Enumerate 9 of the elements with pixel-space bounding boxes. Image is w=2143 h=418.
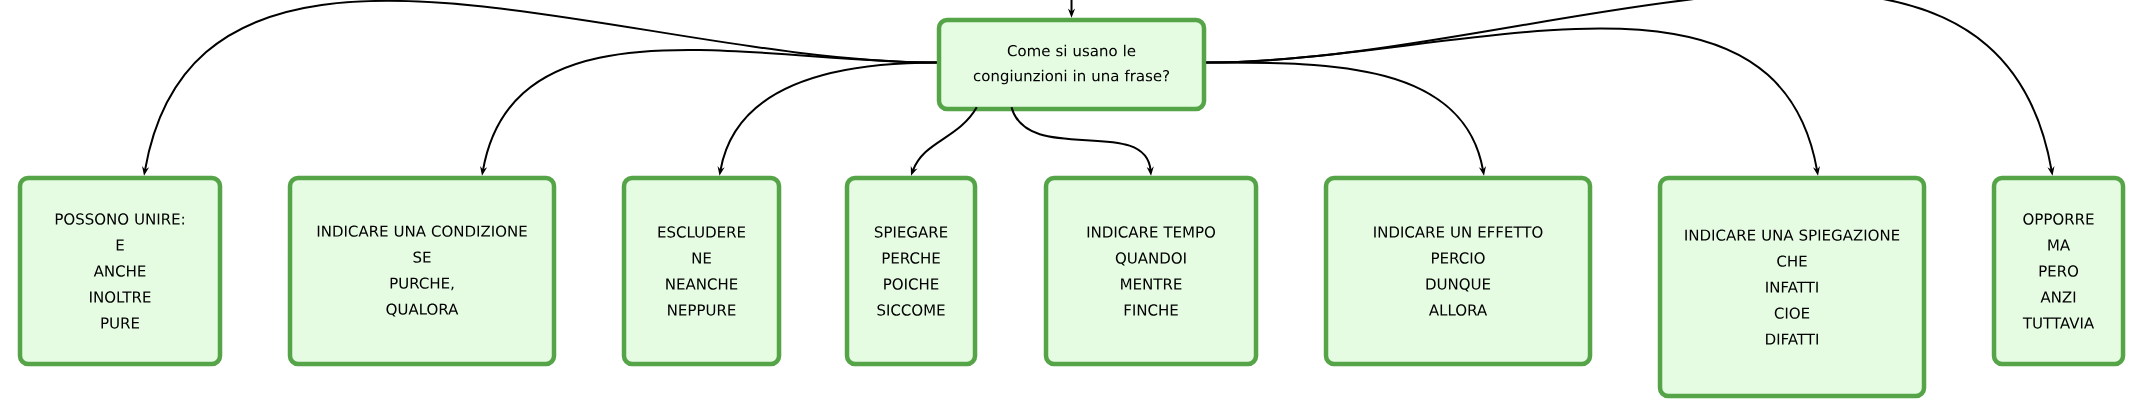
category-box: INDICARE UNA CONDIZIONE SE PURCHE, QUALORA xyxy=(287,175,557,367)
category-box: POSSONO UNIRE: E ANCHE INOLTRE PURE xyxy=(17,175,223,367)
category-box: INDICARE TEMPO QUANDOI MENTRE FINCHE xyxy=(1043,175,1259,367)
question-box: Come si usano le congiunzioni in una frase? xyxy=(936,17,1207,112)
category-box: ESCLUDERE NE NEANCHE NEPPURE xyxy=(621,175,782,367)
category-box: INDICARE UNA SPIEGAZIONE CHE INFATTI CIOE DIFATTI xyxy=(1657,175,1927,399)
category-box: INDICARE UN EFFETTO PERCIO DUNQUE ALLORA xyxy=(1323,175,1593,367)
category-box: SPIEGARE PERCHE POICHE SICCOME xyxy=(844,175,978,367)
category-box: OPPORRE MA PERO ANZI TUTTAVIA xyxy=(1991,175,2126,367)
